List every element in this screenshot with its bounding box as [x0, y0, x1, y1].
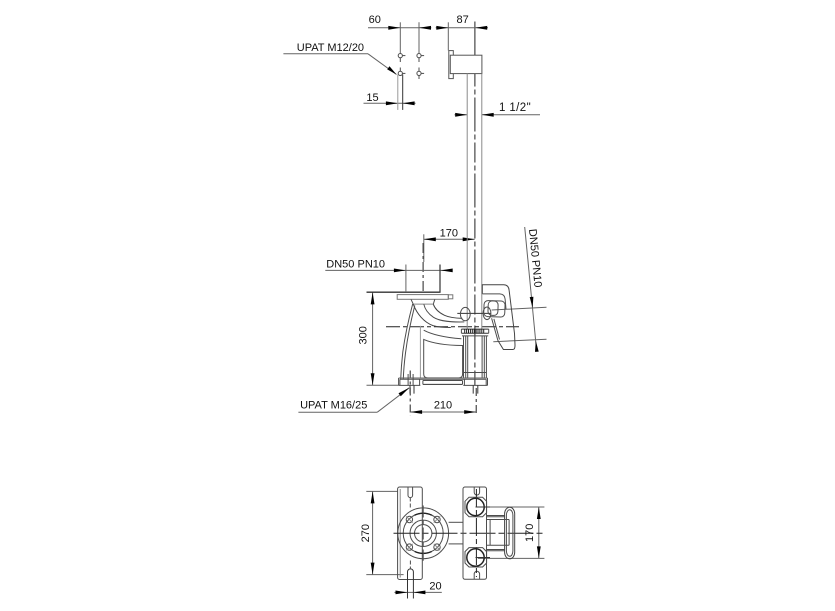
svg-text:270: 270 [360, 524, 372, 542]
svg-text:87: 87 [456, 14, 468, 26]
svg-text:DN50 PN10: DN50 PN10 [526, 228, 544, 288]
svg-text:DN50 PN10: DN50 PN10 [326, 259, 385, 271]
svg-text:170: 170 [440, 227, 458, 239]
svg-text:15: 15 [366, 92, 378, 104]
svg-text:20: 20 [429, 580, 441, 592]
svg-text:210: 210 [434, 399, 452, 411]
svg-text:300: 300 [357, 326, 369, 344]
svg-text:1 1/2": 1 1/2" [499, 102, 531, 114]
svg-text:UPAT M12/20: UPAT M12/20 [297, 42, 364, 54]
svg-text:60: 60 [369, 14, 381, 26]
svg-text:UPAT M16/25: UPAT M16/25 [300, 399, 367, 411]
svg-text:170: 170 [524, 524, 536, 542]
